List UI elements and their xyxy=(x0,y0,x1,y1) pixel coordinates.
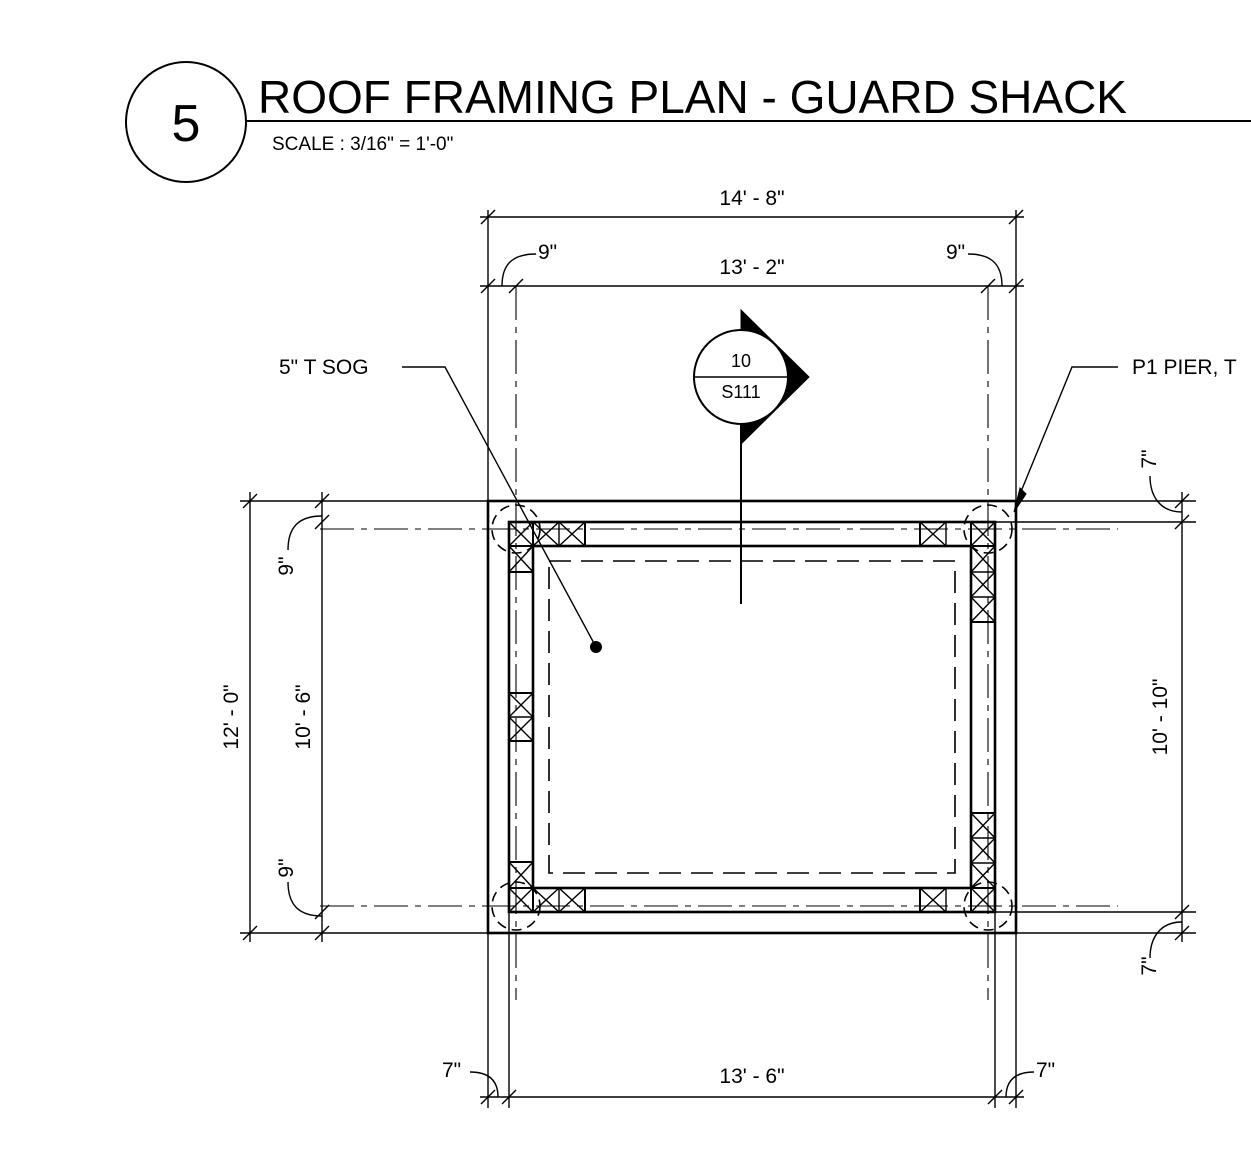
note-pier: P1 PIER, T xyxy=(1132,356,1237,379)
drawing-title: ROOF FRAMING PLAN - GUARD SHACK xyxy=(258,71,1127,123)
hatched-framing xyxy=(508,521,996,913)
dim-right-inner: 10' - 10" xyxy=(1149,679,1172,756)
note-slab-leader xyxy=(402,366,597,648)
dim-left-overall: 12' - 0" xyxy=(220,684,243,749)
slab-outer-edge xyxy=(486,499,1018,935)
dim-bottom-inner: 13' - 6" xyxy=(719,1065,784,1088)
dim-left-inner: 10' - 6" xyxy=(292,684,315,749)
gridlines xyxy=(320,286,1118,1000)
note-slab: 5" T SOG xyxy=(279,356,369,379)
dim-left-bottom-offset: 9" xyxy=(275,858,298,877)
note-slab-leader-dot xyxy=(590,641,602,653)
note-pier-arrow xyxy=(1013,487,1027,513)
notes: 5" T SOG P1 PIER, T xyxy=(279,356,1237,653)
section-number: 10 xyxy=(731,351,751,371)
detail-number: 5 xyxy=(172,95,201,153)
section-marker: 10 S111 xyxy=(693,308,810,604)
dim-bottom-right-offset: 7" xyxy=(1036,1059,1055,1082)
roof-dashed-outline xyxy=(548,560,956,874)
dim-top-left-offset: 9" xyxy=(538,241,557,264)
drawing-scale: SCALE : 3/16" = 1'-0" xyxy=(272,134,453,155)
section-sheet: S111 xyxy=(721,382,760,402)
pier-markers xyxy=(491,504,1013,931)
dim-bottom-left-offset: 7" xyxy=(442,1059,461,1082)
dim-top-overall: 14' - 8" xyxy=(719,187,784,210)
extension-lines xyxy=(240,210,1196,1108)
dimension-strings: 14' - 8" 13' - 2" 9" 9" 12' - 0" 10' - 6… xyxy=(220,187,1190,1105)
dim-top-inner: 13' - 2" xyxy=(719,256,784,279)
dim-right-top-offset: 7" xyxy=(1138,449,1161,468)
dim-right-bottom-offset: 7" xyxy=(1138,956,1161,975)
title-block: 5 ROOF FRAMING PLAN - GUARD SHACK SCALE … xyxy=(125,61,1251,183)
wall-inner-face xyxy=(531,544,973,890)
dim-top-right-offset: 9" xyxy=(946,241,965,264)
plan-geometry xyxy=(240,210,1196,1108)
wall-outer-face xyxy=(507,520,997,914)
dim-left-top-offset: 9" xyxy=(275,556,298,575)
note-pier-leader xyxy=(1019,366,1118,495)
